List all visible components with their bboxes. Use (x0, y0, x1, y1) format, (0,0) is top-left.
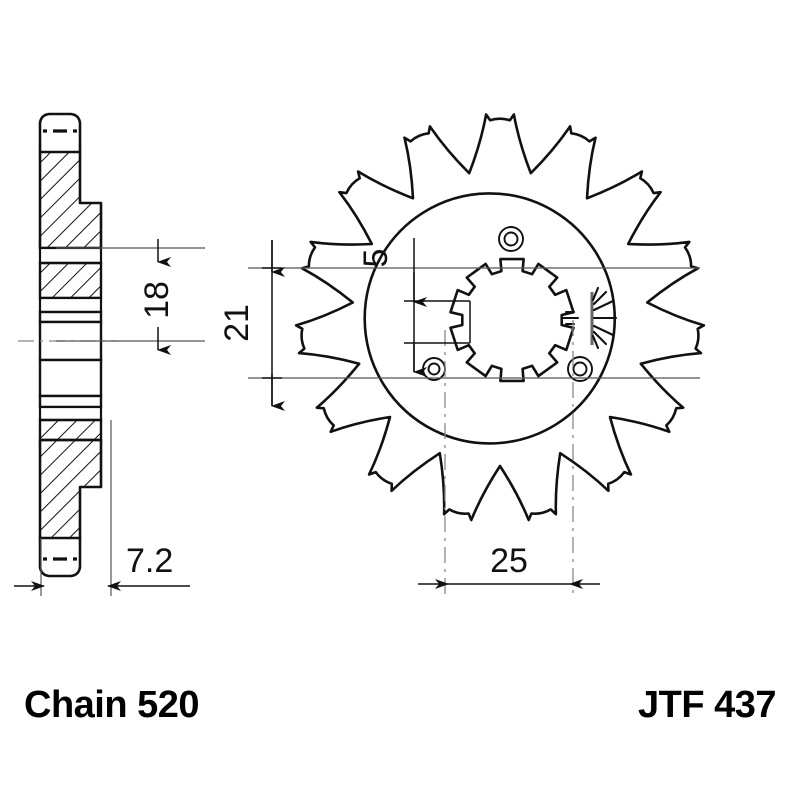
dimension-18: 18 (56, 239, 205, 355)
side-section-view (18, 112, 118, 578)
side-bore-lip-upper (38, 310, 103, 324)
dim21-label: 21 (218, 304, 256, 342)
dimension-7-2: 7.2 (14, 420, 190, 596)
part-number-caption: JTF 437 (638, 684, 776, 726)
side-bore-open-lower (38, 358, 103, 398)
dimension-21: 21 (218, 240, 285, 411)
counterbore-hole-right (567, 356, 593, 382)
dim25-label: 25 (490, 542, 528, 580)
dim72-label: 7.2 (126, 542, 173, 580)
counterbore-hole-top (498, 226, 524, 252)
sprocket-teeth-ring (294, 113, 706, 522)
splined-center-bore (449, 257, 575, 383)
chain-size-caption: Chain 520 (24, 684, 199, 726)
hub-face-circle (363, 192, 617, 445)
front-face-view (248, 113, 706, 598)
spline-bore-outline (449, 257, 575, 383)
side-bore-lip-lower (38, 394, 103, 409)
side-web-section-lower (38, 418, 103, 442)
dimension-25: 25 (418, 542, 600, 589)
side-web-section-upper (38, 261, 103, 300)
side-hub-band-upper (38, 246, 103, 265)
dim5-label: 5 (357, 249, 395, 268)
dimension-5: 5 (357, 238, 471, 377)
side-spline-band-lower (38, 405, 103, 422)
sprocket-teeth-outline (294, 113, 706, 522)
dim18-label: 18 (138, 281, 176, 319)
surface-finish-burst-symbol (561, 286, 618, 350)
side-spline-band-upper (38, 296, 103, 314)
side-top-tooth-outline (38, 112, 82, 154)
